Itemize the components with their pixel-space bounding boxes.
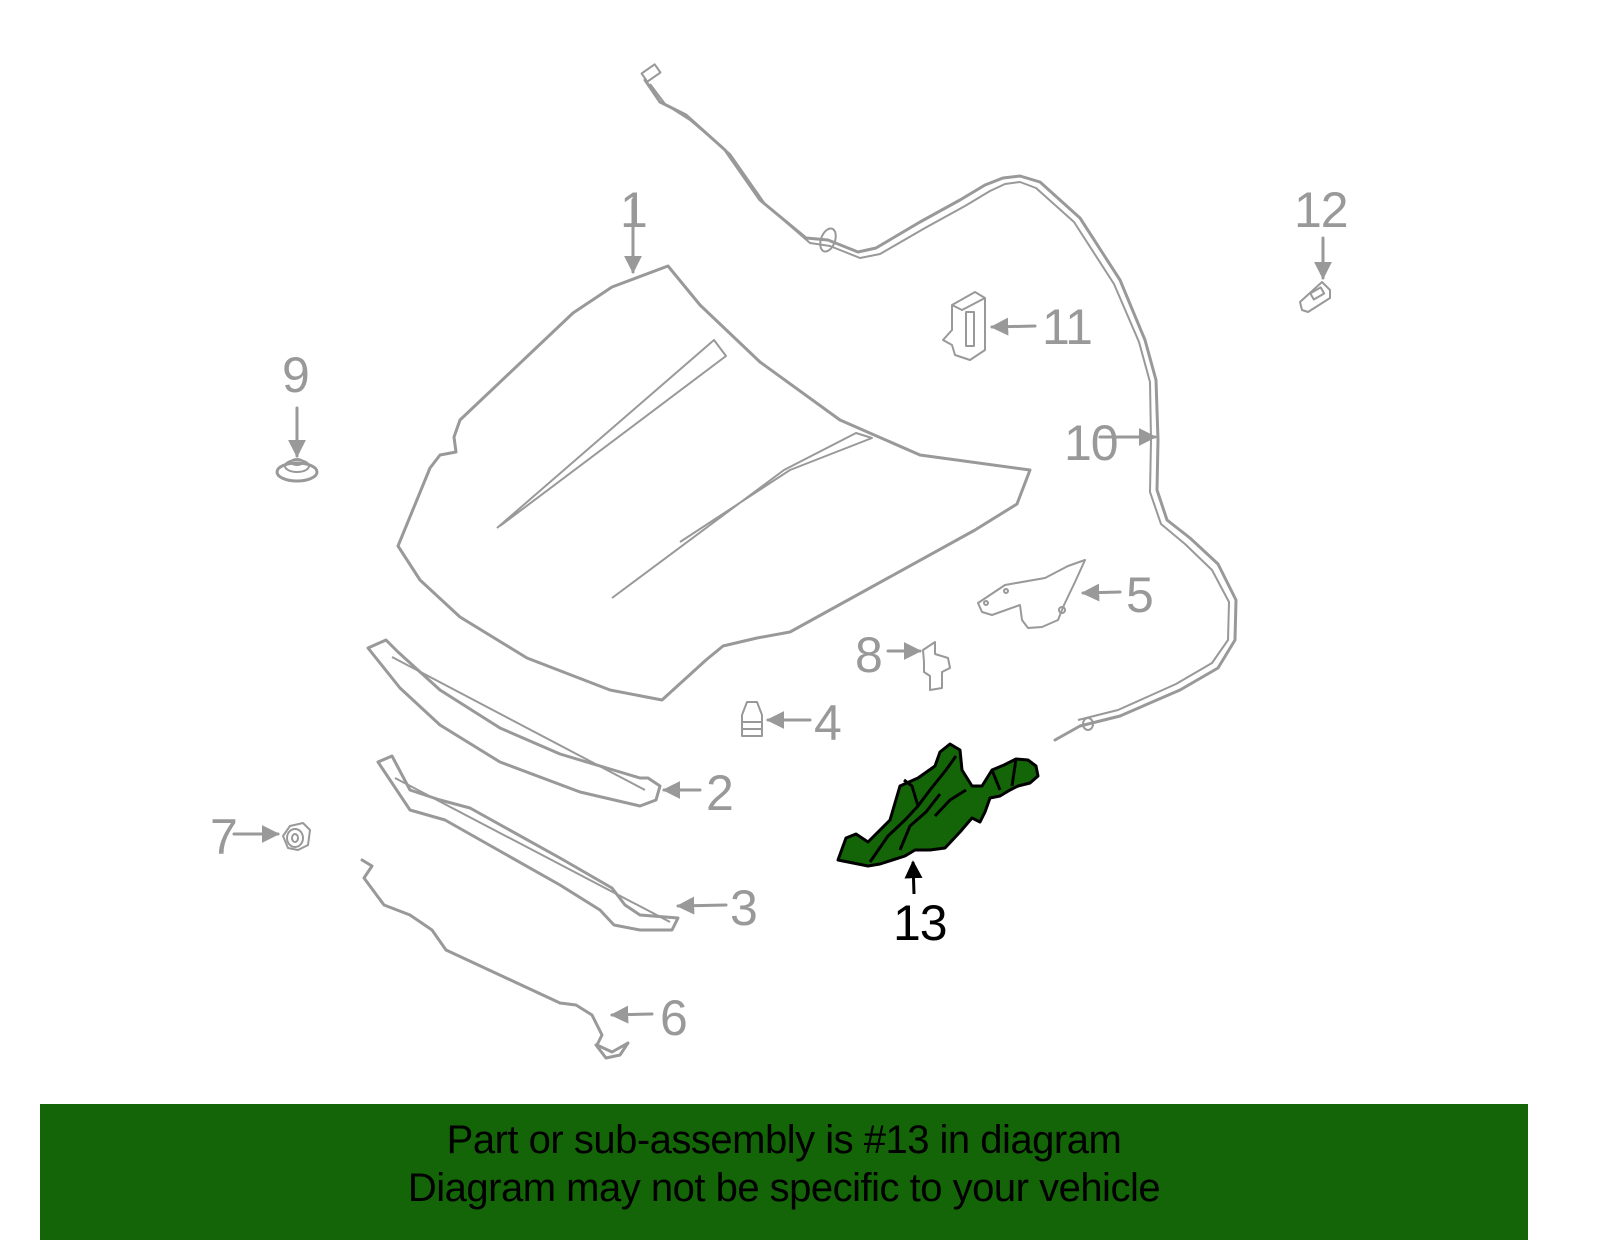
info-banner: Part or sub-assembly is #13 in diagram D…: [40, 1104, 1528, 1240]
leader-13: [904, 860, 923, 895]
callout-12: 12: [1294, 182, 1349, 238]
part-7-grommet[interactable]: [232, 822, 311, 851]
callout-2: 2: [706, 765, 734, 821]
callout-4: 4: [814, 695, 842, 751]
callout-13: 13: [893, 895, 948, 951]
leader-6: [610, 1005, 654, 1024]
callout-1: 1: [620, 182, 648, 238]
part-11-retainer[interactable]: [942, 291, 1037, 361]
callout-9: 9: [282, 347, 310, 403]
callout-10: 10: [1064, 415, 1119, 471]
leader-5: [1081, 583, 1122, 602]
part-6-rod[interactable]: [360, 858, 654, 1060]
part-12-clip[interactable]: [1299, 236, 1332, 313]
part-4-stop[interactable]: [741, 701, 812, 737]
callout-6: 6: [660, 990, 688, 1046]
callout-3: 3: [730, 880, 758, 936]
part-9-cushion[interactable]: [275, 406, 319, 483]
callout-8: 8: [855, 627, 883, 683]
part-1-hood[interactable]: [396, 198, 1032, 702]
leader-3: [676, 896, 728, 915]
banner-line-disclaimer: Diagram may not be specific to your vehi…: [407, 1166, 1161, 1210]
leader-11: [990, 317, 1037, 336]
callout-11: 11: [1042, 299, 1093, 355]
callout-7: 7: [210, 809, 238, 865]
parts-diagram: [232, 63, 1332, 1060]
part-13-hood-latch[interactable]: [836, 742, 1040, 895]
part-2-seal[interactable]: [366, 638, 702, 808]
banner-line-part-number: Part or sub-assembly is #13 in diagram: [446, 1118, 1122, 1162]
part-3-seal[interactable]: [376, 754, 728, 932]
part-5-hinge[interactable]: [977, 559, 1122, 629]
part-10-cable[interactable]: [640, 63, 1238, 742]
callout-5: 5: [1126, 567, 1154, 623]
part-8-clip[interactable]: [886, 641, 951, 691]
